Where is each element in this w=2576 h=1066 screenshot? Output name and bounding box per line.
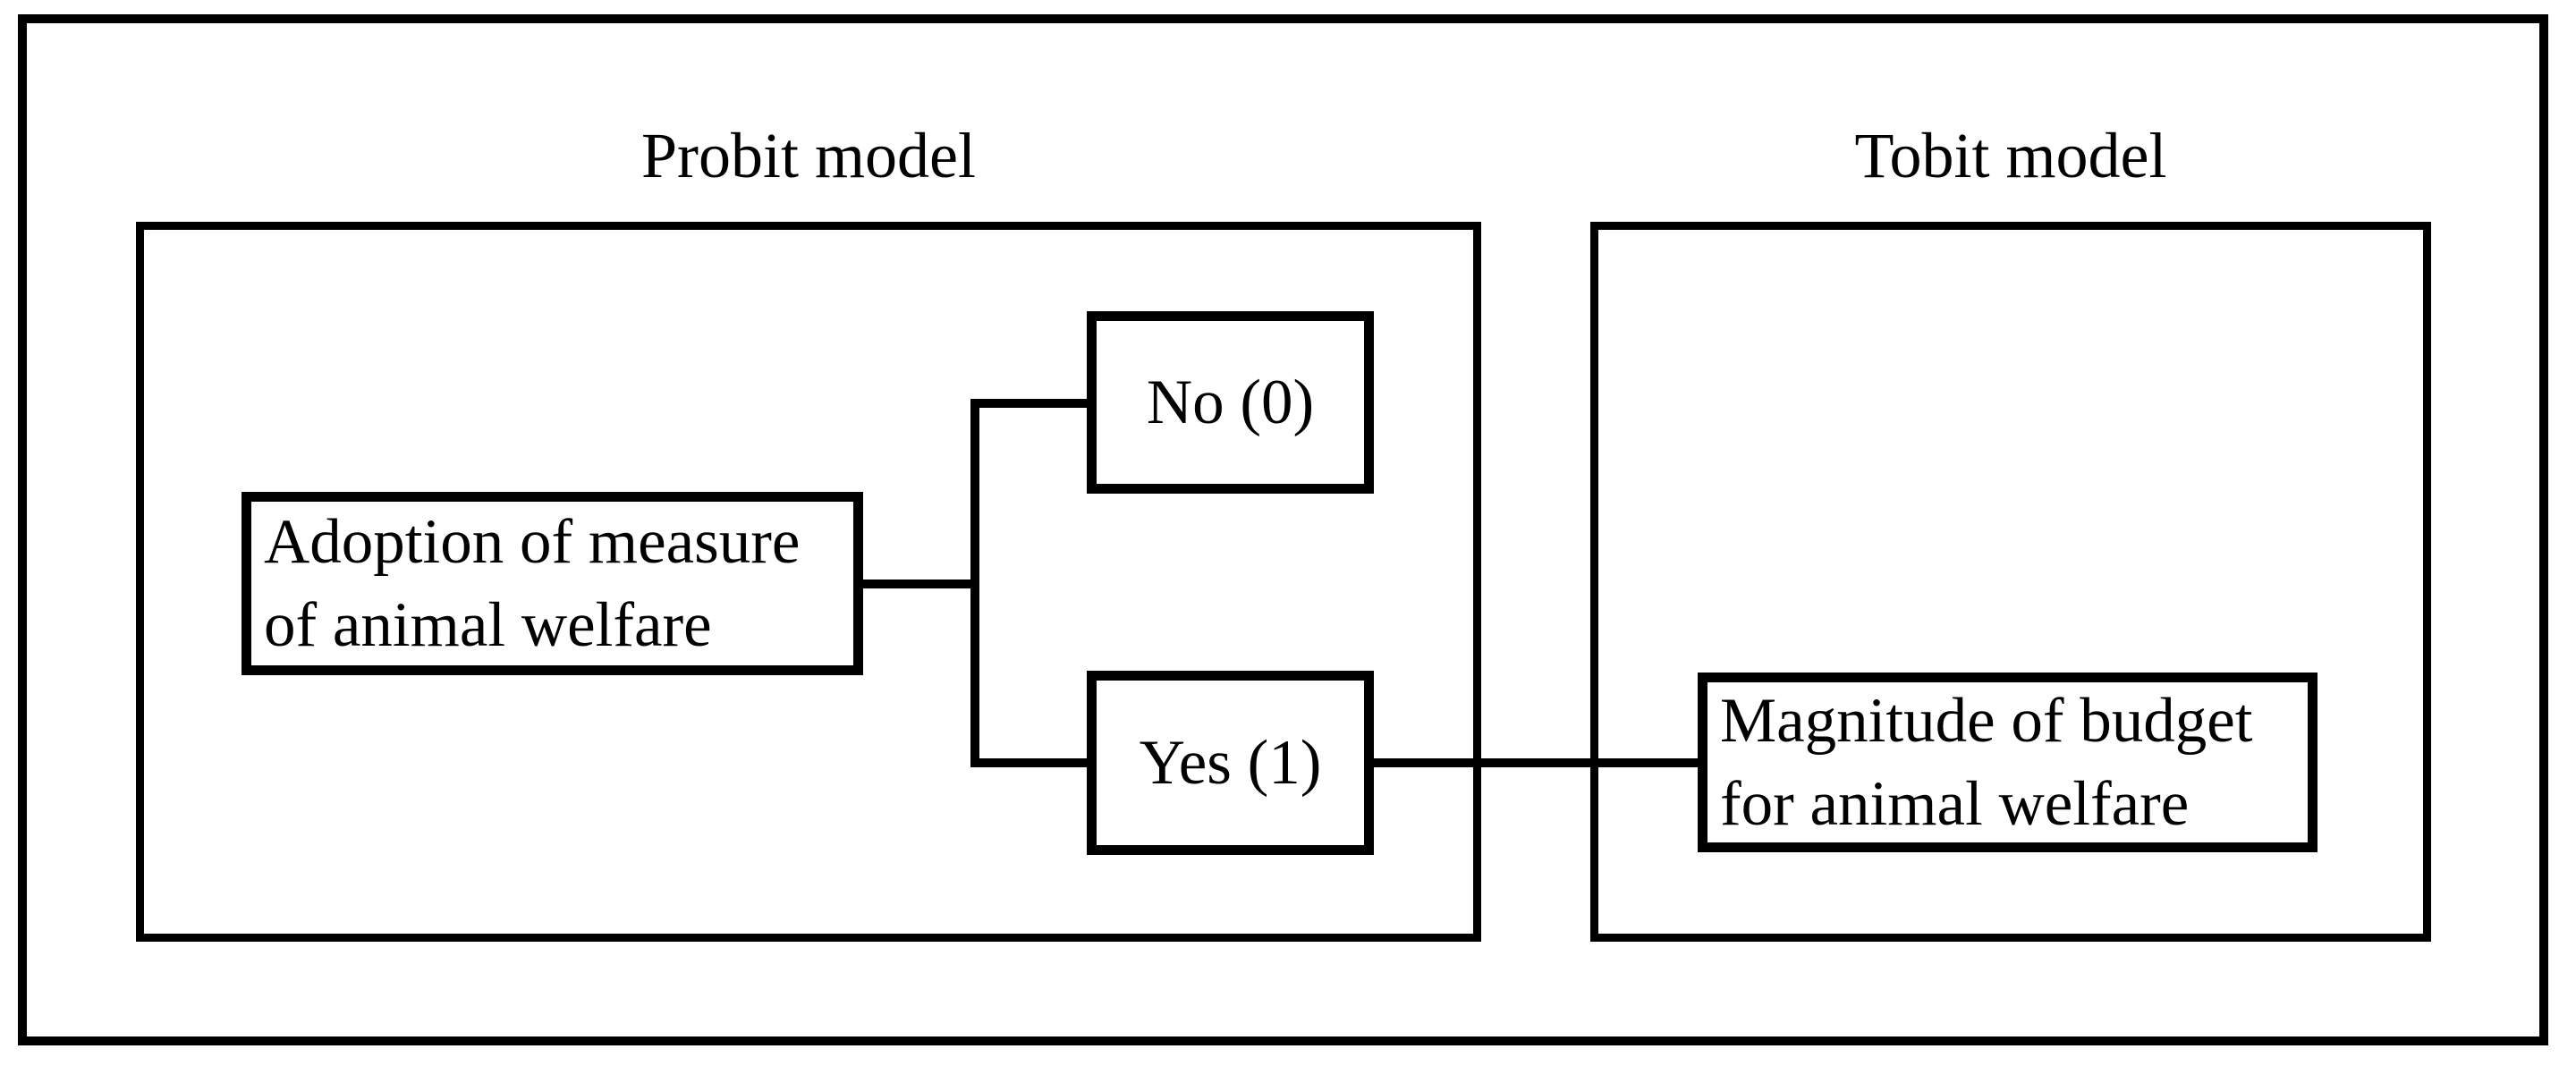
node-adoption-line-1: Adoption of measure bbox=[264, 506, 801, 577]
node-no-label: No (0) bbox=[1146, 367, 1315, 437]
branch-vertical-line bbox=[970, 399, 979, 767]
node-magnitude-of-budget: Magnitude of budget for animal welfare bbox=[1698, 673, 2318, 852]
connector-yes-to-magnitude bbox=[1374, 758, 1698, 767]
node-magnitude-line-1: Magnitude of budget bbox=[1720, 685, 2253, 756]
node-adoption-line-2: of animal welfare bbox=[264, 589, 712, 660]
tobit-model-title: Tobit model bbox=[1854, 120, 2167, 191]
connector-branch-to-yes bbox=[970, 758, 1096, 767]
node-adoption-of-measure: Adoption of measure of animal welfare bbox=[242, 492, 863, 675]
node-no: No (0) bbox=[1087, 311, 1374, 494]
probit-model-title: Probit model bbox=[641, 120, 976, 191]
node-magnitude-line-2: for animal welfare bbox=[1720, 768, 2190, 839]
connector-branch-to-no bbox=[970, 399, 1096, 408]
connector-adoption-to-branch bbox=[861, 580, 979, 588]
node-yes: Yes (1) bbox=[1087, 671, 1374, 855]
node-yes-label: Yes (1) bbox=[1139, 727, 1322, 798]
